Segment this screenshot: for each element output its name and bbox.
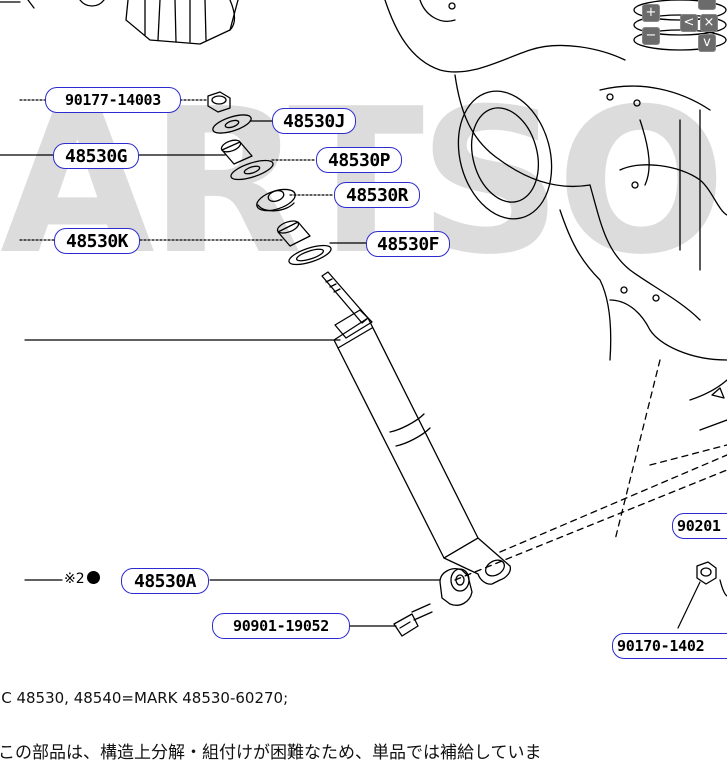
- callout-48530F[interactable]: 48530F: [366, 231, 450, 257]
- shock-absorber: [321, 271, 512, 585]
- callout-90177-14003[interactable]: 90177-14003: [45, 87, 181, 113]
- lower-bushing-and-bolt: [393, 568, 473, 637]
- assembly-dashed-lines: [454, 359, 727, 581]
- callout-48530J[interactable]: 48530J: [272, 108, 356, 134]
- callout-90170-1402[interactable]: 90170-1402: [612, 633, 727, 659]
- callout-48530A[interactable]: 48530A: [121, 568, 209, 594]
- zoom-in-button[interactable]: +: [642, 4, 660, 22]
- callout-48530K[interactable]: 48530K: [54, 228, 140, 254]
- right-nut-fragment: [696, 561, 727, 597]
- nav-close-button[interactable]: ×: [700, 14, 718, 32]
- nav-left-button[interactable]: <: [680, 14, 698, 32]
- nav-down-button[interactable]: v: [698, 34, 716, 52]
- note-line-2: この部品は、構造上分解・組付けが困難なため、単品では補給していま: [0, 743, 542, 763]
- callout-90201[interactable]: 90201: [672, 513, 727, 539]
- callout-48530G[interactable]: 48530G: [53, 143, 139, 169]
- dust-boot-fragment: [0, 0, 239, 45]
- callout-48530R[interactable]: 48530R: [334, 182, 420, 208]
- callout-48530P[interactable]: 48530P: [316, 147, 402, 173]
- callout-90901-19052[interactable]: 90901-19052: [212, 613, 350, 639]
- zoom-out-button[interactable]: −: [642, 27, 660, 45]
- zoom-controls: + − ^ < × v: [636, 0, 727, 52]
- note-ref-marker: ※2: [64, 571, 100, 587]
- leader-lines: [0, 99, 701, 629]
- note-ref-text: ※2: [64, 571, 85, 587]
- assembly-dot-icon: [86, 571, 100, 584]
- note-line-1: NC 48530, 48540=MARK 48530-60270;: [0, 689, 289, 707]
- top-hardware-stack: [207, 91, 332, 266]
- knuckle-body: [384, 0, 727, 431]
- nav-up-button[interactable]: ^: [698, 0, 716, 10]
